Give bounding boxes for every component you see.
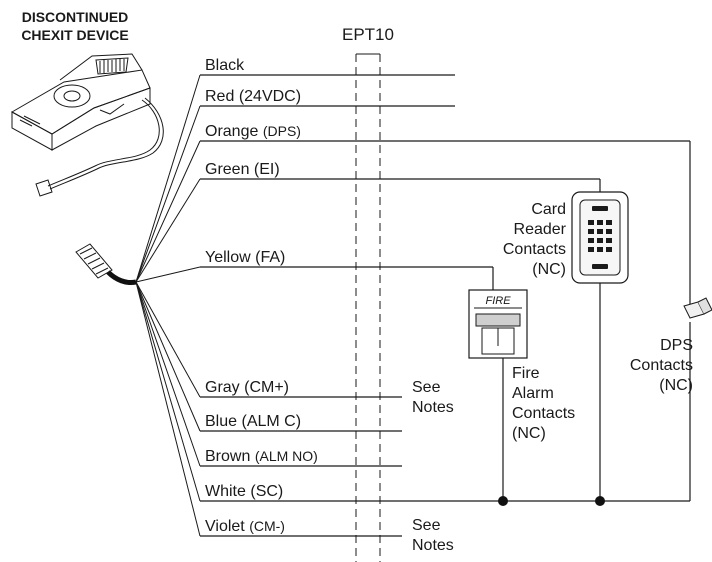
ept10-transfer [355, 53, 381, 562]
card-reader-label-line4: (NC) [532, 261, 566, 278]
fire-alarm-label-line2: Alarm [512, 385, 554, 402]
wire-red: Red (24VDC) [200, 88, 455, 107]
wire-blue-label: Blue (ALM C) [205, 413, 301, 430]
return-wires [492, 141, 691, 501]
wire-connector [75, 243, 137, 285]
junction-fire-alarm [498, 496, 508, 506]
see-notes-1-line2: Notes [412, 399, 454, 416]
wire-fanout [135, 74, 201, 537]
wire-violet-label: Violet (CM-) [205, 518, 285, 535]
card-reader-label-line3: Contacts [503, 241, 566, 258]
wire-gray: Gray (CM+) [200, 379, 402, 398]
keypad-keys [588, 220, 612, 252]
fire-alarm-pull-station-icon: FIRE [468, 289, 528, 359]
device-title-line2: CHEXIT DEVICE [21, 27, 128, 43]
fire-alarm-label-line1: Fire [512, 365, 540, 382]
junction-card-reader [595, 496, 605, 506]
see-notes-2-line2: Notes [412, 537, 454, 554]
wire-black-label: Black [205, 57, 245, 74]
wire-brown: Brown (ALM NO) [200, 448, 402, 467]
wire-black: Black [200, 57, 455, 76]
card-reader-icon [571, 191, 629, 284]
fire-alarm-label-line4: (NC) [512, 425, 546, 442]
fire-sign: FIRE [485, 295, 511, 307]
wire-green: Green (EI) [200, 161, 600, 180]
ept10-label: EPT10 [342, 25, 394, 44]
wire-violet: Violet (CM-) [200, 518, 402, 537]
chexit-device-illustration [10, 53, 164, 197]
wire-gray-label: Gray (CM+) [205, 379, 289, 396]
fire-alarm-label-line3: Contacts [512, 405, 575, 422]
wire-orange-label: Orange (DPS) [205, 123, 301, 140]
device-title-line1: DISCONTINUED [22, 9, 129, 25]
wire-brown-label: Brown (ALM NO) [205, 448, 318, 465]
wire-green-label: Green (EI) [205, 161, 280, 178]
dps-label-line1: DPS [660, 337, 693, 354]
wire-white-label: White (SC) [205, 483, 283, 500]
wire-orange: Orange (DPS) [200, 123, 690, 142]
dps-label-line3: (NC) [659, 377, 693, 394]
wire-red-label: Red (24VDC) [205, 88, 301, 105]
card-reader-label-line1: Card [531, 201, 566, 218]
see-notes-2-line1: See [412, 517, 441, 534]
wire-yellow: Yellow (FA) [200, 249, 493, 268]
card-reader-label-line2: Reader [514, 221, 567, 238]
wire-blue: Blue (ALM C) [200, 413, 402, 432]
wire-yellow-label: Yellow (FA) [205, 249, 285, 266]
wire-white: White (SC) [200, 483, 690, 502]
see-notes-1-line1: See [412, 379, 441, 396]
dps-label-line2: Contacts [630, 357, 693, 374]
dps-switch-icon [683, 297, 712, 319]
